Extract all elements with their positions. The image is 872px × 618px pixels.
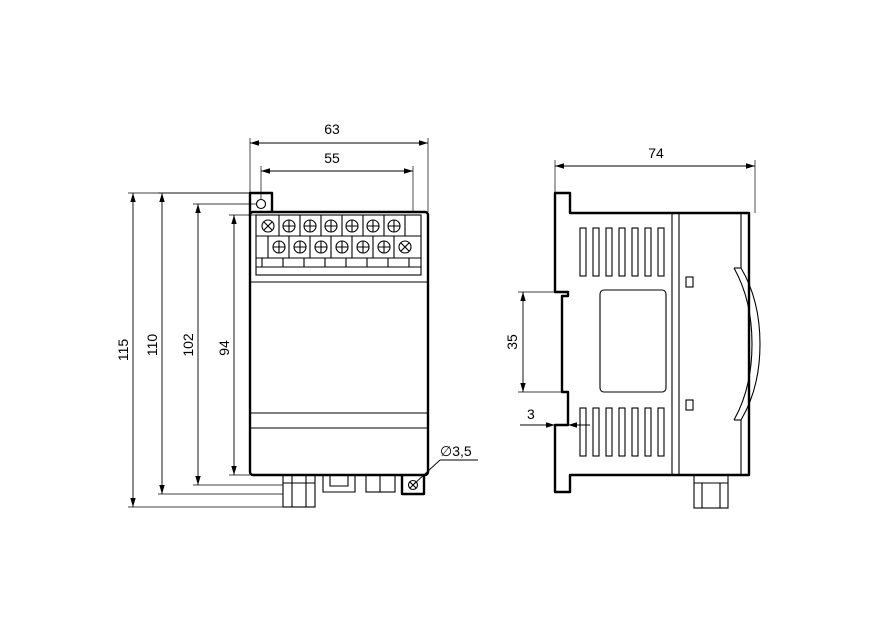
side-bottom-connector [693, 474, 729, 509]
terminal-row-lower [261, 236, 412, 267]
side-view: 74 35 3 [504, 145, 761, 509]
label-110: 110 [144, 334, 160, 357]
dimension-115: 115 [115, 192, 283, 508]
bottom-connector [282, 474, 316, 508]
top-mounting-hole [255, 198, 267, 210]
front-housing [248, 210, 430, 477]
bottom-latch [322, 475, 356, 493]
terminal-row-upper [261, 215, 406, 236]
terminal-screw-icon [345, 219, 359, 233]
dimension-3: 3 [520, 406, 590, 428]
terminal-screw-icon [303, 219, 317, 233]
label-74: 74 [648, 145, 664, 161]
terminal-screw-icon [398, 240, 412, 254]
latch-lower [685, 399, 694, 411]
terminal-screw-icon [387, 219, 401, 233]
dimension-55: 55 [260, 150, 414, 212]
label-3: 3 [527, 406, 535, 422]
side-housing [553, 191, 751, 494]
label-94: 94 [216, 340, 232, 356]
latch-upper [685, 276, 694, 288]
front-view: 63 55 115 110 102 [115, 121, 478, 508]
terminal-screw-icon [356, 240, 370, 254]
label-hole-diameter: ∅3,5 [440, 443, 472, 459]
terminal-screw-icon [366, 219, 380, 233]
dimension-63: 63 [249, 121, 429, 212]
label-63: 63 [324, 121, 340, 137]
bottom-plug [365, 474, 396, 493]
terminal-screw-icon [272, 240, 286, 254]
terminal-screw-icon [261, 219, 275, 233]
label-102: 102 [180, 333, 196, 357]
label-35: 35 [504, 334, 520, 350]
terminal-screw-icon [314, 240, 328, 254]
terminal-screw-icon [282, 219, 296, 233]
hole-diameter-callout: ∅3,5 [412, 443, 478, 486]
dimension-94: 94 [216, 214, 256, 476]
vent-slots-lower [579, 407, 665, 457]
bottom-mounting-hole [407, 479, 419, 491]
front-cover-profile [740, 213, 761, 475]
terminal-screw-icon [324, 219, 338, 233]
terminal-screw-icon [335, 240, 349, 254]
dimension-102: 102 [180, 203, 283, 486]
terminal-screw-icon [377, 240, 391, 254]
terminal-screw-icon [293, 240, 307, 254]
bottom-mounting-tab [400, 475, 426, 496]
dimension-35: 35 [504, 291, 562, 393]
label-55: 55 [324, 150, 340, 166]
vent-slots-upper [579, 227, 665, 277]
side-label-window [599, 289, 667, 393]
dimension-110: 110 [144, 192, 283, 495]
label-115: 115 [115, 339, 131, 362]
terminal-block [255, 214, 422, 276]
dimension-74: 74 [554, 145, 756, 213]
